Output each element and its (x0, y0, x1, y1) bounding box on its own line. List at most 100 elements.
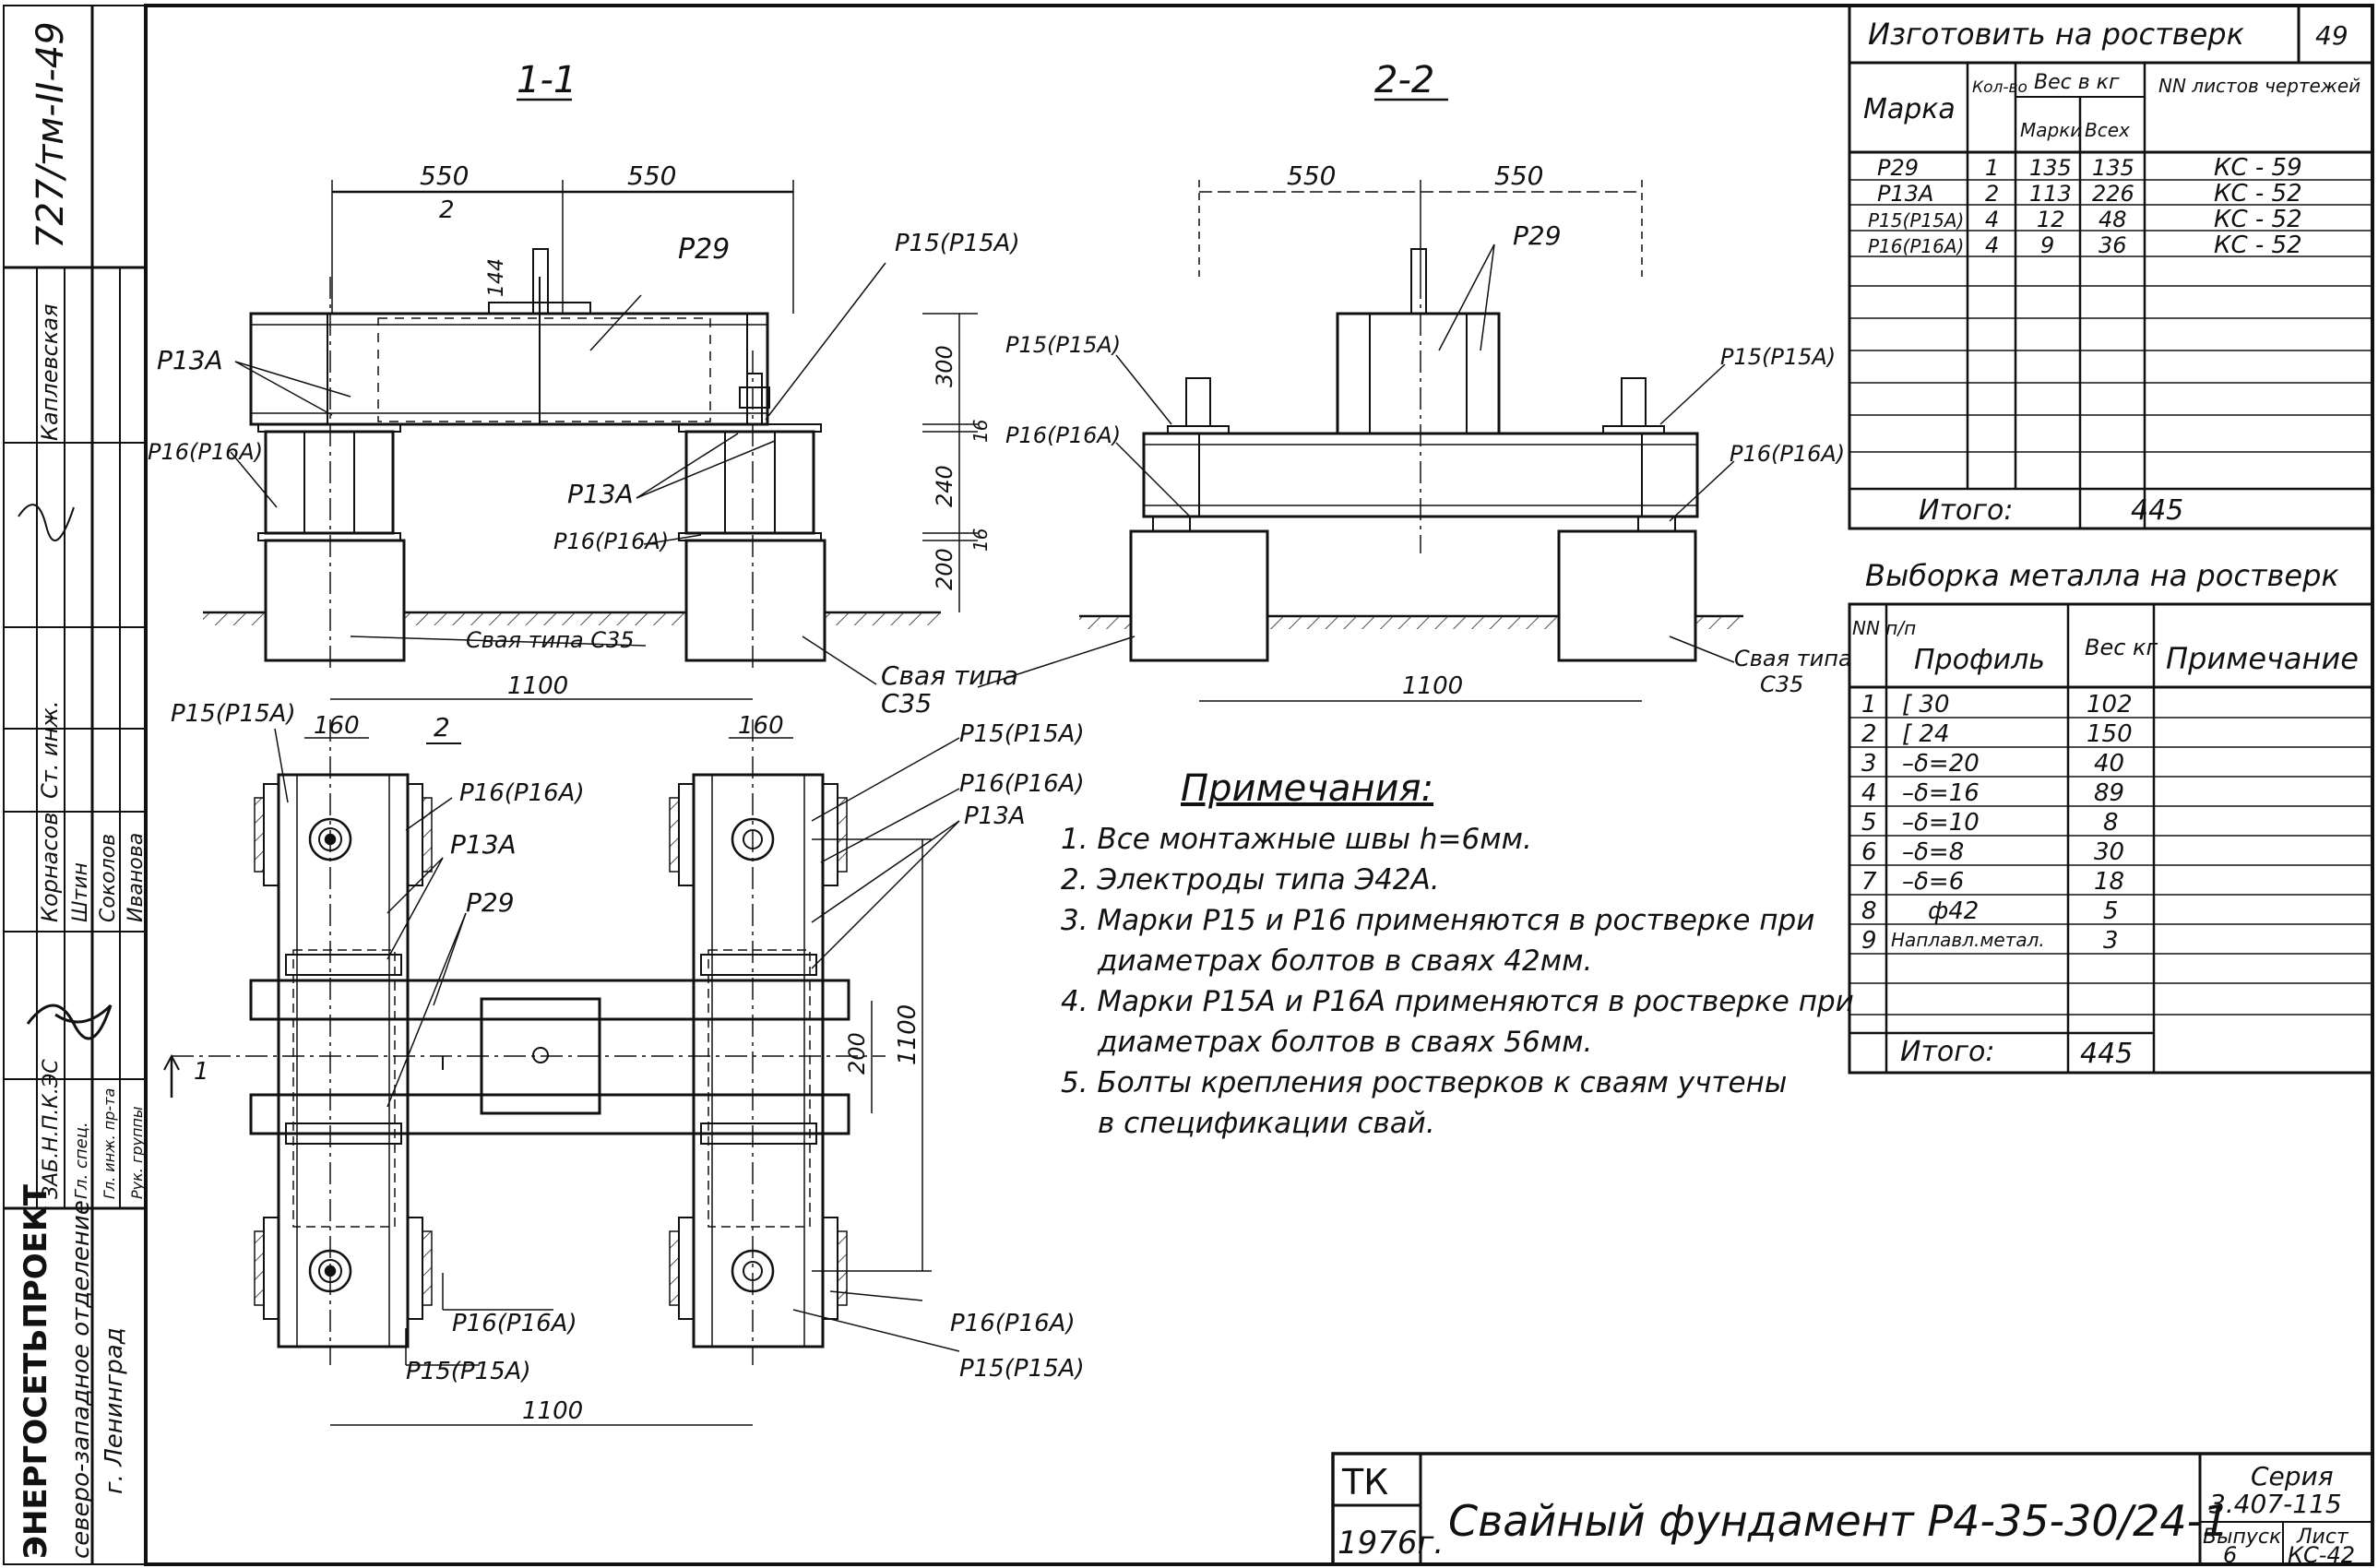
spec2-cell: 8 (1861, 897, 1877, 925)
spec2-total-label: Итого: (1900, 1036, 1995, 1068)
cut-mark-1: 1 (194, 1058, 209, 1086)
org-city: г. Ленинград (101, 1327, 128, 1494)
spec1-header-sheets: NN листов чертежей (2158, 75, 2360, 97)
dim-160-left: 160 (314, 712, 360, 740)
dim-550-left: 550 (420, 160, 469, 191)
note-item: диаметрах болтов в сваях 56мм. (1098, 1026, 1593, 1059)
dim-240: 240 (932, 465, 957, 507)
dim-200: 200 (932, 548, 957, 590)
spec2-cell: 3 (1861, 750, 1877, 778)
spec1-title: Изготовить на ростверк (1868, 17, 2245, 52)
dim-144: 144 (485, 258, 508, 297)
spec1-cell: 113 (2029, 181, 2072, 207)
spec2-cell: 6 (1861, 838, 1877, 866)
spec2-header-note: Примечание (2166, 641, 2359, 676)
spec2-cell: –δ=10 (1902, 809, 1980, 837)
signer-name-6: Иванова (125, 833, 148, 922)
dim-16-bottom: 16 (969, 529, 992, 552)
spec2-row: 3 –δ=20 40 (1861, 750, 2124, 778)
label-p16: Р16(Р16А) (950, 1310, 1076, 1337)
signer-role-2: Ст. инж. (37, 700, 63, 799)
note-item: 5. Болты крепления ростверков к сваям уч… (1061, 1066, 1788, 1099)
label-p13a: Р13А (157, 345, 223, 375)
note-item: 4. Марки Р15А и Р16А применяются в роств… (1061, 985, 1854, 1018)
sheet-code: КС-42 (2288, 1542, 2355, 1568)
dim-550-left-22: 550 (1287, 160, 1336, 191)
stamp-role-3: Рук. группы (128, 1106, 146, 1199)
signature-mark (18, 504, 75, 541)
drawing-title: Свайный фундамент Р4-35-30/24-1 (1448, 1496, 2229, 1546)
dim-300: 300 (932, 345, 957, 387)
spec2-header-nn: NN п/п (1852, 617, 1916, 639)
spec1-cell: КС - 59 (2214, 154, 2302, 182)
label-p15: Р15(Р15А) (1005, 332, 1121, 358)
tk-label: ТК (1341, 1462, 1388, 1503)
spec2-cell: –δ=8 (1902, 838, 1964, 866)
spec2-cell: 102 (2087, 691, 2133, 719)
spec2-row: 5 –δ=10 8 (1861, 809, 2119, 837)
label-p29: Р29 (466, 887, 515, 918)
note-item: 2. Электроды типа Э42А. (1061, 863, 1440, 897)
spec2-total: 445 (2080, 1038, 2133, 1070)
label-p15: Р15(Р15А) (406, 1358, 531, 1385)
label-pile-b: С35 (1760, 671, 1803, 697)
spec2-cell: 3 (2103, 927, 2119, 955)
sheet-label: Лист (2296, 1526, 2349, 1549)
spec1-cell: 226 (2092, 181, 2134, 207)
spec-table-1: Изготовить на ростверк 49 Марка Кол-во В… (1848, 4, 2374, 530)
spec1-header-weight: Вес в кг (2034, 71, 2120, 94)
issue-label: Выпуск (2203, 1526, 2282, 1549)
label-p16: Р16(Р16А) (148, 439, 263, 465)
section-1-1: 1-1 550 550 2 144 (148, 59, 1020, 719)
spec1-cell: 36 (2099, 232, 2127, 258)
spec2-title: Выборка металла на ростверк (1865, 558, 2339, 593)
spec2-cell: 9 (1861, 927, 1877, 955)
label-p15: Р15(Р15А) (959, 720, 1085, 748)
spec1-header-mark: Марка (1863, 93, 1956, 125)
year: 1976г. (1338, 1525, 1444, 1562)
stamp-dept: ЗАБ.Н.П.К.ЭС (40, 1059, 63, 1199)
spec1-header-w-all: Всех (2085, 119, 2130, 141)
signer-name-5: Соколов (97, 834, 120, 922)
spec1-row: Р15(Р15А) 4 12 48 КС - 52 (1868, 206, 2302, 233)
spec1-cell: 135 (2092, 155, 2134, 181)
stamp-role-1: Гл. спец. (72, 1122, 91, 1199)
spec1-cell: Р15(Р15А) (1868, 209, 1964, 232)
signer-name-1: Каплевская (37, 303, 63, 441)
spec2-cell: 8 (2103, 809, 2119, 837)
spec1-total-label: Итого: (1919, 494, 2014, 527)
dim-1100-plan-h: 1100 (522, 1397, 583, 1425)
label-p16: Р16(Р16А) (459, 779, 585, 807)
spec1-cell: 135 (2029, 155, 2072, 181)
signer-name-3: Корнасов (37, 813, 63, 922)
label-p15: Р15(Р15А) (1720, 344, 1836, 370)
label-p13a: Р13А (567, 479, 634, 509)
spec2-cell: ф42 (1928, 897, 1979, 925)
spec1-cell: 12 (2037, 207, 2065, 232)
spec1-row: Р13А 2 113 226 КС - 52 (1877, 180, 2302, 208)
spec2-cell: 89 (2094, 779, 2124, 807)
spec2-row: 6 –δ=8 30 (1861, 838, 2124, 866)
label-pile-b: С35 (881, 688, 932, 719)
dim-160-right: 160 (738, 712, 784, 740)
note-item: 3. Марки Р15 и Р16 применяются в роствер… (1061, 904, 1815, 937)
section-title-2-2: 2-2 (1374, 59, 1434, 101)
label-pile: Свая типа С35 (466, 627, 635, 653)
section-title-1-1: 1-1 (517, 59, 577, 101)
dim-1100-section: 1100 (507, 672, 568, 700)
label-p13a: Р13А (964, 802, 1026, 830)
spec1-row: Р29 1 135 135 КС - 59 (1877, 154, 2302, 182)
spec1-cell: 1 (1985, 155, 1999, 181)
spec1-header-qty: Кол-во (1972, 78, 2027, 97)
spec2-row: 7 –δ=6 18 (1861, 868, 2124, 896)
spec2-cell: –δ=16 (1902, 779, 1980, 807)
spec1-cell: 9 (2040, 232, 2054, 258)
org-division: северо-западное отделение (67, 1200, 95, 1559)
signature-mark (26, 1004, 113, 1040)
spec2-row: 1 [ 30 102 (1861, 691, 2133, 719)
spec1-cell: Р29 (1877, 155, 1919, 181)
spec1-header-w-mark: Марки (2020, 119, 2082, 141)
label-p13a: Р13А (450, 829, 517, 860)
